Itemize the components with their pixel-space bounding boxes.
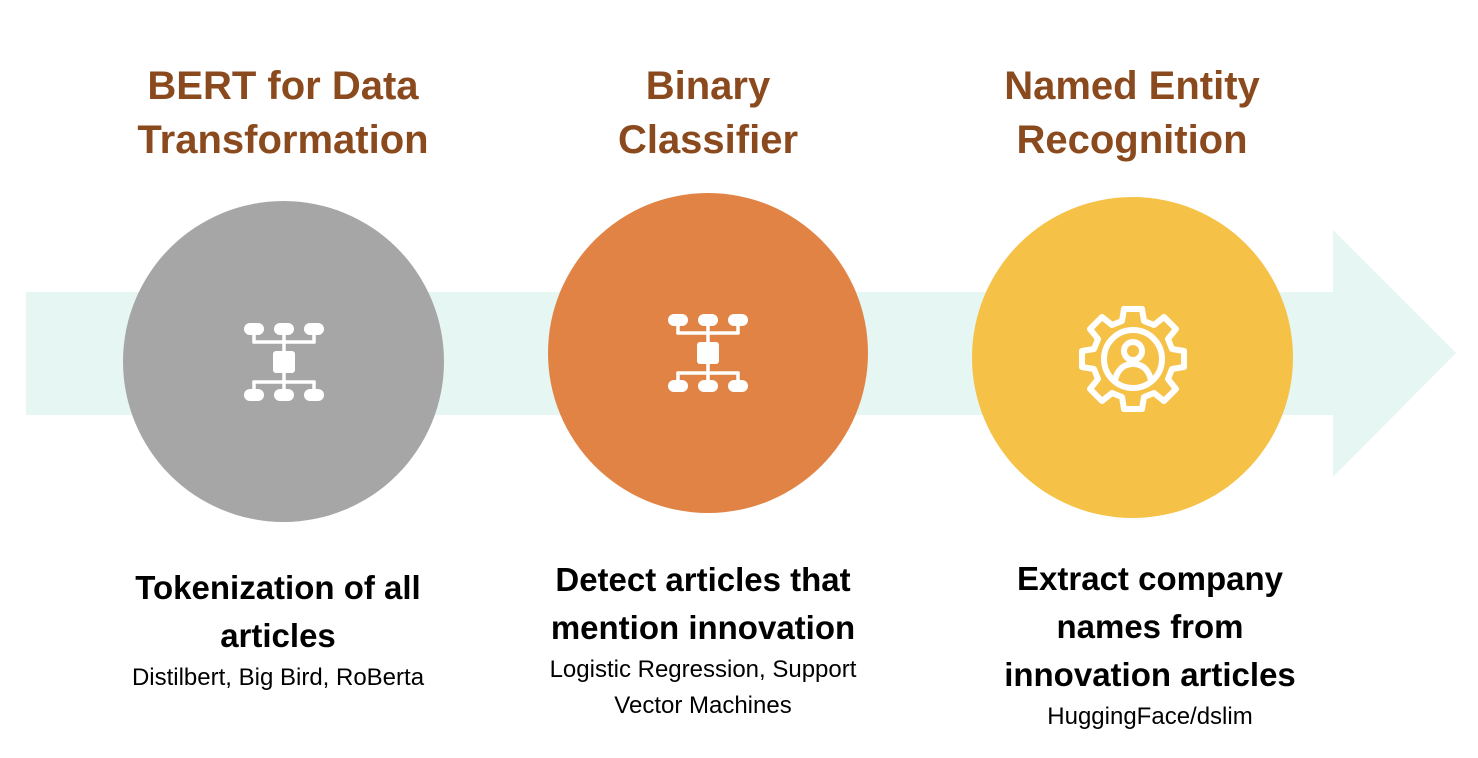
step-3-title-line-2: Recognition (1016, 118, 1248, 162)
step-1-circle (123, 201, 444, 522)
step-2-heading-line-2: mention innovation (550, 609, 856, 646)
step-2-description: Detect articles that mention innovation … (493, 556, 913, 724)
step-2-detail-line-1: Logistic Regression, Support (549, 656, 857, 683)
step-2-title: Binary Classifier (508, 59, 908, 167)
step-3-detail-line-1: HuggingFace/dslim (1047, 703, 1253, 730)
step-1-description: Tokenization of all articles Distilbert,… (68, 564, 488, 696)
step-3-detail: HuggingFace/dslim (940, 699, 1360, 735)
hierarchy-icon (243, 322, 324, 401)
step-1-detail-line-1: Distilbert, Big Bird, RoBerta (131, 664, 425, 691)
hierarchy-icon (668, 314, 748, 392)
step-2-title-line-1: Binary (645, 64, 771, 108)
step-3-heading-line-1: Extract company (1017, 560, 1283, 597)
step-1-heading: Tokenization of all articles (68, 564, 488, 660)
step-3-title-line-1: Named Entity (1004, 64, 1260, 108)
step-1-title: BERT for Data Transformation (83, 59, 483, 167)
step-3-circle (972, 197, 1293, 518)
step-2-detail-line-2: Vector Machines (614, 692, 792, 719)
step-3-title: Named Entity Recognition (932, 59, 1332, 167)
step-1-title-line-1: BERT for Data (147, 64, 419, 108)
step-1-title-line-2: Transformation (137, 118, 429, 162)
step-2-heading-line-1: Detect articles that (555, 561, 851, 598)
step-3-heading-line-2: names from (1056, 608, 1244, 645)
step-1-detail: Distilbert, Big Bird, RoBerta (68, 660, 488, 696)
step-2-title-line-2: Classifier (617, 118, 799, 162)
step-3-heading-line-3: innovation articles (1004, 656, 1296, 693)
step-2-detail: Logistic Regression, Support Vector Mach… (493, 652, 913, 724)
step-3-heading: Extract company names from innovation ar… (940, 555, 1360, 699)
step-1-heading-line-2: articles (220, 617, 336, 654)
step-2-heading: Detect articles that mention innovation (493, 556, 913, 652)
gear-person-icon (1078, 305, 1187, 412)
step-2-circle (548, 193, 868, 513)
step-3-description: Extract company names from innovation ar… (940, 555, 1360, 735)
step-1-heading-line-1: Tokenization of all (135, 569, 421, 606)
